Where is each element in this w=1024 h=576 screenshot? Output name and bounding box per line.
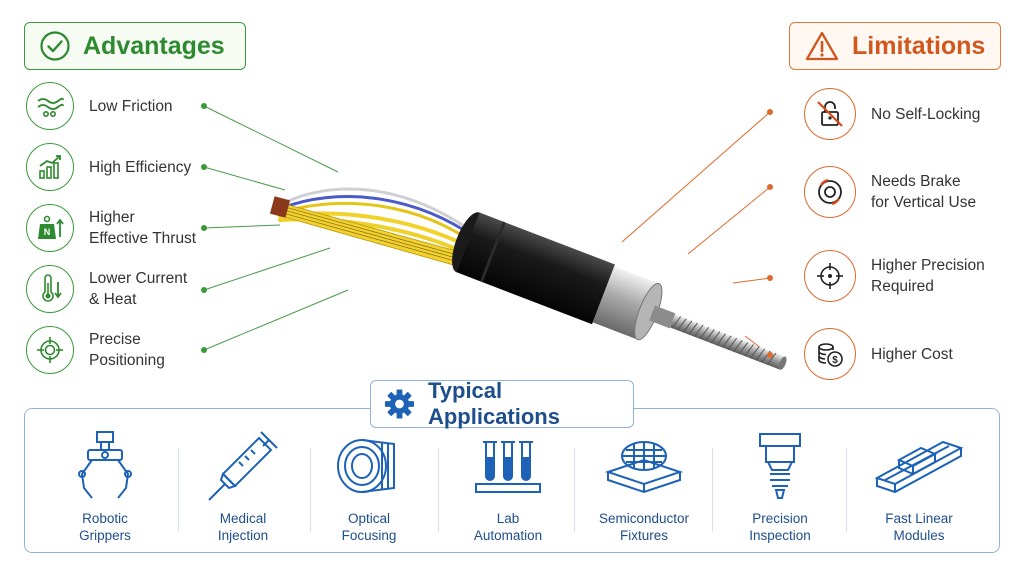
- limitation-label: Higher Precision Required: [871, 257, 985, 295]
- application-label: Semiconductor Fixtures: [598, 511, 690, 543]
- robotic-gripper-icon: [70, 422, 140, 510]
- limitation-label: Higher Cost: [871, 345, 953, 363]
- check-circle-icon: [40, 31, 70, 61]
- svg-text:N: N: [44, 227, 51, 237]
- wafer-icon: [602, 422, 686, 510]
- application-semiconductor-fixtures: Semiconductor Fixtures: [579, 422, 709, 550]
- limitation-item-higher-precision: Higher Precision Required: [804, 250, 985, 302]
- lens-icon: [332, 422, 406, 510]
- limitation-item-no-self-locking: No Self-Locking: [804, 88, 980, 140]
- application-fast-linear-modules: Fast Linear Modules: [854, 422, 984, 550]
- connector-dot: [767, 275, 773, 281]
- connector-dot: [201, 225, 207, 231]
- advantage-item-higher-thrust: N Higher Effective Thrust: [26, 204, 196, 252]
- motor-body: [452, 212, 787, 370]
- application-label: Precision Inspection: [749, 511, 811, 543]
- advantage-item-high-efficiency: High Efficiency: [26, 143, 191, 191]
- application-robotic-grippers: Robotic Grippers: [40, 422, 170, 550]
- advantage-label: Low Friction: [89, 97, 173, 115]
- advantage-item-precise-positioning: Precise Positioning: [26, 326, 165, 374]
- advantage-label: Lower Current & Heat: [89, 270, 188, 308]
- advantages-title: Advantages: [83, 31, 225, 60]
- advantage-item-low-friction: Low Friction: [26, 82, 173, 130]
- inspection-nozzle-icon: [750, 422, 810, 510]
- limitations-header: Limitations: [789, 22, 1001, 70]
- crosshair-icon: [804, 250, 856, 302]
- test-tubes-icon: [472, 422, 544, 510]
- applications-panel: [24, 408, 1000, 553]
- divider: [438, 448, 439, 532]
- linear-rail-icon: [873, 422, 965, 510]
- brake-disc-icon: [804, 166, 856, 218]
- gear-icon: [384, 389, 415, 419]
- applications-header: Typical Applications: [370, 378, 634, 429]
- divider: [310, 448, 311, 532]
- limitation-label: Needs Brake for Vertical Use: [871, 173, 977, 211]
- thermometer-down-icon: [26, 265, 74, 313]
- connector-dot: [767, 109, 773, 115]
- limitation-connectors: [621, 111, 771, 356]
- limitation-item-higher-cost: $ Higher Cost: [804, 328, 953, 380]
- weight-arrow-icon: N: [26, 204, 74, 252]
- warning-triangle-icon: [805, 31, 839, 61]
- application-label: Optical Focusing: [341, 511, 397, 543]
- application-label: Robotic Grippers: [79, 511, 131, 543]
- limitations-title: Limitations: [852, 31, 986, 60]
- divider: [846, 448, 847, 532]
- connector-dot: [767, 184, 773, 190]
- connector-dot: [201, 103, 207, 109]
- advantage-label: Precise Positioning: [89, 331, 165, 369]
- crosshair-icon: [26, 326, 74, 374]
- unlocked-padlock-icon: [804, 88, 856, 140]
- advantages-header: Advantages: [24, 22, 246, 70]
- advantage-item-lower-current: Lower Current & Heat: [26, 265, 187, 313]
- friction-waves-icon: [26, 82, 74, 130]
- advantage-connectors: [203, 105, 349, 351]
- connector-dot: [201, 164, 207, 170]
- application-medical-injection: Medical Injection: [178, 422, 308, 550]
- application-label: Fast Linear Modules: [885, 511, 953, 543]
- connector-dot: [767, 352, 773, 358]
- divider: [178, 448, 179, 532]
- advantage-label: Higher Effective Thrust: [89, 209, 197, 247]
- application-label: Medical Injection: [217, 511, 269, 543]
- connector-dot: [201, 287, 207, 293]
- svg-text:$: $: [832, 355, 838, 366]
- coins-dollar-icon: $: [804, 328, 856, 380]
- limitation-item-needs-brake: Needs Brake for Vertical Use: [804, 166, 976, 218]
- bar-chart-up-icon: [26, 143, 74, 191]
- application-precision-inspection: Precision Inspection: [715, 422, 845, 550]
- limitation-label: No Self-Locking: [871, 105, 981, 123]
- application-optical-focusing: Optical Focusing: [304, 422, 434, 550]
- application-label: Lab Automation: [473, 511, 543, 543]
- divider: [712, 448, 713, 532]
- advantage-label: High Efficiency: [89, 158, 192, 176]
- connector-dot: [201, 347, 207, 353]
- application-lab-automation: Lab Automation: [443, 422, 573, 550]
- syringe-icon: [203, 422, 283, 510]
- applications-title: Typical Applications: [427, 378, 560, 429]
- divider: [574, 448, 575, 532]
